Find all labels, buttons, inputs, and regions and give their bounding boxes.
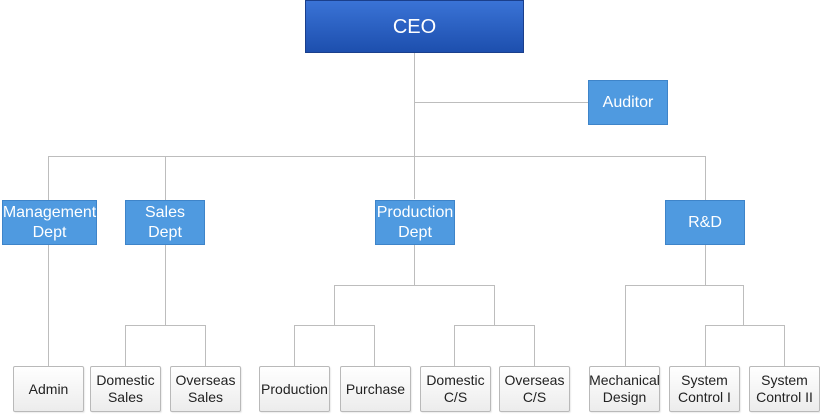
team-admin-box: Admin xyxy=(13,366,84,412)
team-domestic-sales-label: Domestic Sales xyxy=(96,372,155,405)
management-dept-label: Management Dept xyxy=(2,203,97,241)
production-dept-label: Production Dept xyxy=(376,203,454,241)
team-overseas-sales-label: Overseas Sales xyxy=(175,372,236,405)
team-domestic-sales-box: Domestic Sales xyxy=(90,366,161,412)
team-domestic-cs-box: Domestic C/S xyxy=(420,366,491,412)
team-domestic-cs-label: Domestic C/S xyxy=(426,372,485,405)
ceo-box: CEO xyxy=(305,0,524,53)
rnd-dept-box: R&D xyxy=(665,200,745,245)
team-system-control-1-box: System Control I xyxy=(669,366,740,412)
team-purchase-label: Purchase xyxy=(345,380,406,397)
team-overseas-sales-box: Overseas Sales xyxy=(170,366,241,412)
team-system-control-1-label: System Control I xyxy=(678,372,731,405)
team-system-control-2-box: System Control II xyxy=(749,366,820,412)
team-admin-label: Admin xyxy=(28,380,69,397)
team-overseas-cs-box: Overseas C/S xyxy=(499,366,570,412)
team-production-label: Production xyxy=(261,380,328,397)
management-dept-box: Management Dept xyxy=(2,200,97,245)
team-purchase-box: Purchase xyxy=(340,366,411,412)
team-mechanical-design-box: Mechanical Design xyxy=(589,366,660,412)
team-mechanical-design-label: Mechanical Design xyxy=(589,372,660,405)
team-overseas-cs-label: Overseas C/S xyxy=(504,372,565,405)
sales-dept-box: Sales Dept xyxy=(125,200,205,245)
rnd-dept-label: R&D xyxy=(688,213,722,231)
ceo-label: CEO xyxy=(392,15,437,38)
team-production-box: Production xyxy=(259,366,330,412)
auditor-label: Auditor xyxy=(602,93,654,111)
sales-dept-label: Sales Dept xyxy=(144,203,186,241)
auditor-box: Auditor xyxy=(588,80,668,125)
production-dept-box: Production Dept xyxy=(375,200,455,245)
team-system-control-2-label: System Control II xyxy=(756,372,813,405)
